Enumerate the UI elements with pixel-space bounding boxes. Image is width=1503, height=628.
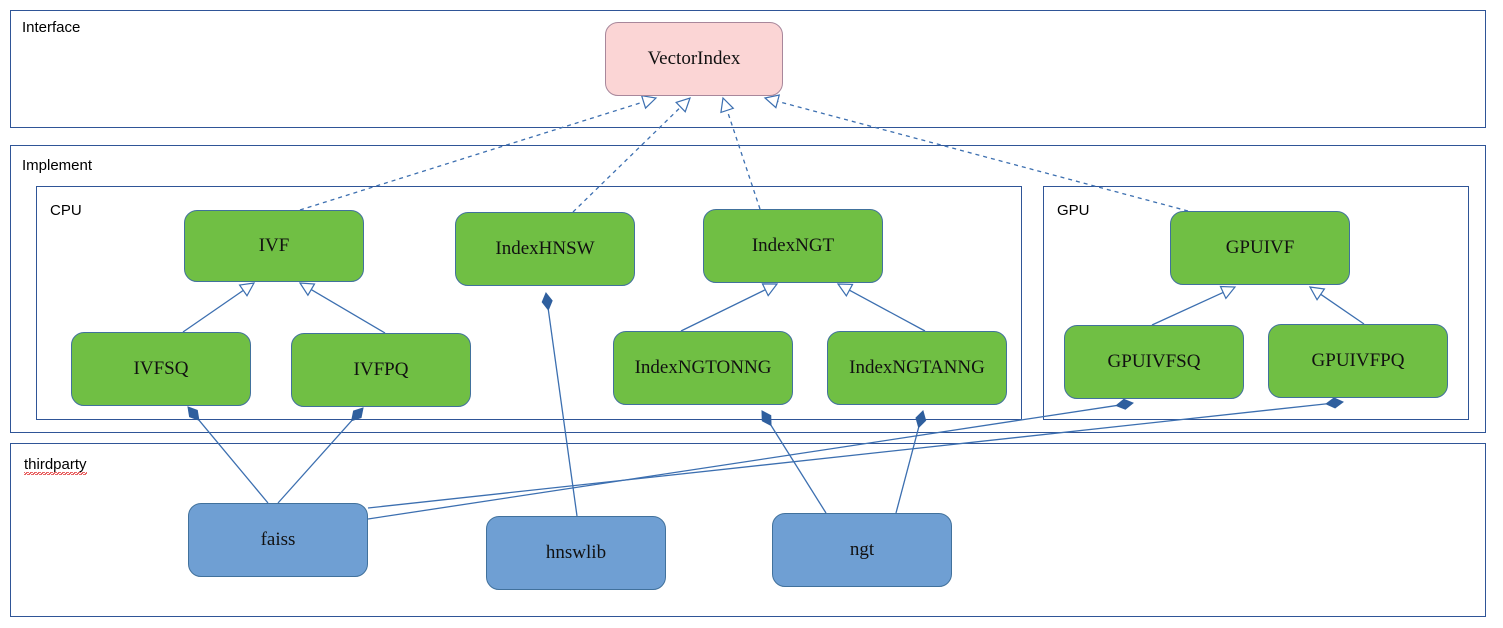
group-label-thirdparty: thirdparty	[24, 456, 87, 475]
class-node-label: IVFSQ	[133, 357, 189, 379]
class-node-label: hnswlib	[545, 541, 607, 563]
class-node-label: GPUIVF	[1225, 236, 1295, 258]
class-node-gpuivfpq[interactable]: GPUIVFPQ	[1268, 324, 1448, 398]
class-node-label: IndexHNSW	[495, 237, 595, 259]
class-node-label: GPUIVFSQ	[1107, 350, 1201, 372]
class-node-indexhnsw[interactable]: IndexHNSW	[455, 212, 635, 286]
class-node-label: VectorIndex	[647, 47, 741, 69]
group-label-gpu: GPU	[1057, 202, 1090, 219]
class-node-label: IndexNGTONNG	[634, 356, 772, 378]
group-label-interface: Interface	[22, 19, 81, 36]
group-label-implement: Implement	[22, 157, 93, 174]
class-node-hnswlib[interactable]: hnswlib	[486, 516, 666, 590]
class-node-faiss[interactable]: faiss	[188, 503, 368, 577]
class-node-ivfpq[interactable]: IVFPQ	[291, 333, 471, 407]
class-node-ivf[interactable]: IVF	[184, 210, 364, 282]
class-node-label: IndexNGT	[751, 234, 835, 256]
class-node-label: ngt	[849, 538, 875, 560]
class-node-indexngtanng[interactable]: IndexNGTANNG	[827, 331, 1007, 405]
class-node-label: faiss	[260, 528, 296, 550]
class-node-ngt[interactable]: ngt	[772, 513, 952, 587]
class-node-gpuivfsq[interactable]: GPUIVFSQ	[1064, 325, 1244, 399]
class-node-indexngt[interactable]: IndexNGT	[703, 209, 883, 283]
class-node-indexngtonng[interactable]: IndexNGTONNG	[613, 331, 793, 405]
group-label-cpu: CPU	[50, 202, 82, 219]
class-node-ivfsq[interactable]: IVFSQ	[71, 332, 251, 406]
class-node-label: GPUIVFPQ	[1311, 349, 1405, 371]
class-node-label: IVFPQ	[353, 358, 409, 380]
class-node-label: IndexNGTANNG	[849, 356, 985, 378]
class-node-gpuivf[interactable]: GPUIVF	[1170, 211, 1350, 285]
class-node-vectorindex[interactable]: VectorIndex	[605, 22, 783, 96]
class-node-label: IVF	[258, 234, 290, 256]
